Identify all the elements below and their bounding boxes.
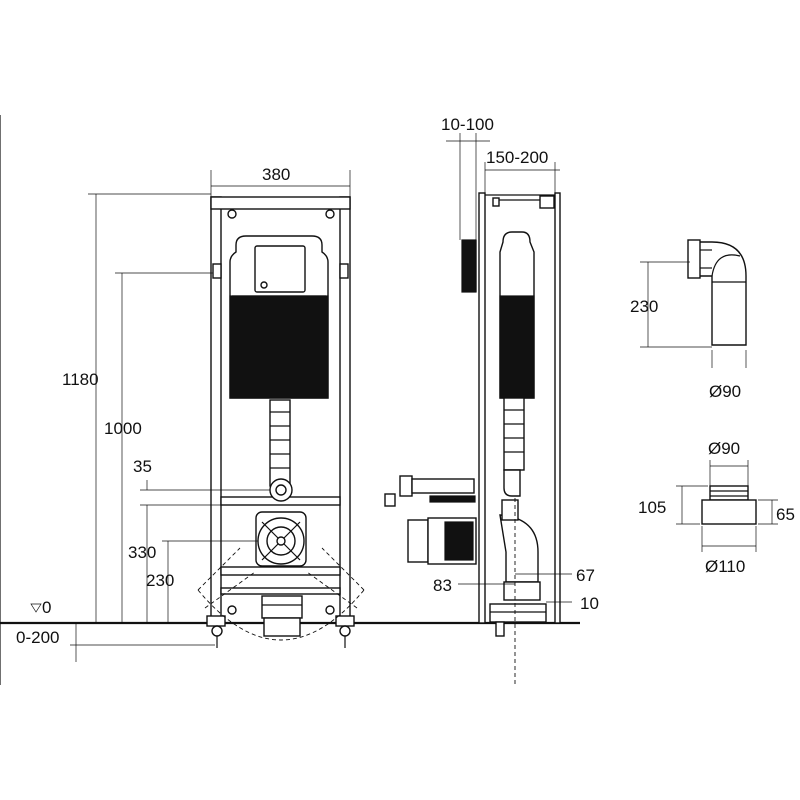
dim-1180: 1180 — [62, 370, 99, 389]
side-view-frame — [461, 192, 561, 624]
dim-330: 330 — [128, 543, 156, 562]
dim-105: 105 — [638, 498, 666, 517]
cistern — [229, 235, 329, 399]
swing-arc — [197, 547, 365, 641]
dim-1000: 1000 — [104, 419, 142, 438]
side-cistern — [499, 231, 535, 497]
dim-10: 10 — [580, 594, 599, 613]
dim-adapter-top: Ø90 — [708, 439, 740, 458]
front-dimension-lines — [30, 170, 351, 662]
dim-10-100: 10-100 — [441, 115, 494, 134]
dim-67: 67 — [576, 566, 595, 585]
side-dimension-lines — [446, 133, 572, 603]
dim-230-front: 230 — [146, 571, 174, 590]
adapter-detail — [676, 460, 778, 552]
side-waste-bend — [489, 498, 547, 686]
dim-adapter-bottom: Ø110 — [705, 557, 745, 576]
dim-83: 83 — [433, 576, 452, 595]
waste-connector — [255, 511, 307, 567]
front-view-frame — [206, 196, 355, 648]
drain-pipe — [261, 595, 303, 637]
dim-floor-0: 0 — [42, 598, 51, 617]
dim-0-200: 0-200 — [16, 628, 59, 647]
dim-bend-diameter: Ø90 — [709, 382, 741, 401]
side-flush-bend — [384, 475, 477, 565]
dim-230-bend: 230 — [630, 297, 658, 316]
flush-pipe — [269, 399, 293, 502]
dim-380: 380 — [262, 165, 290, 184]
dim-35: 35 — [133, 457, 152, 476]
dim-150-200: 150-200 — [486, 148, 548, 167]
dim-65: 65 — [776, 505, 795, 524]
bend-pipe-detail — [640, 239, 747, 368]
